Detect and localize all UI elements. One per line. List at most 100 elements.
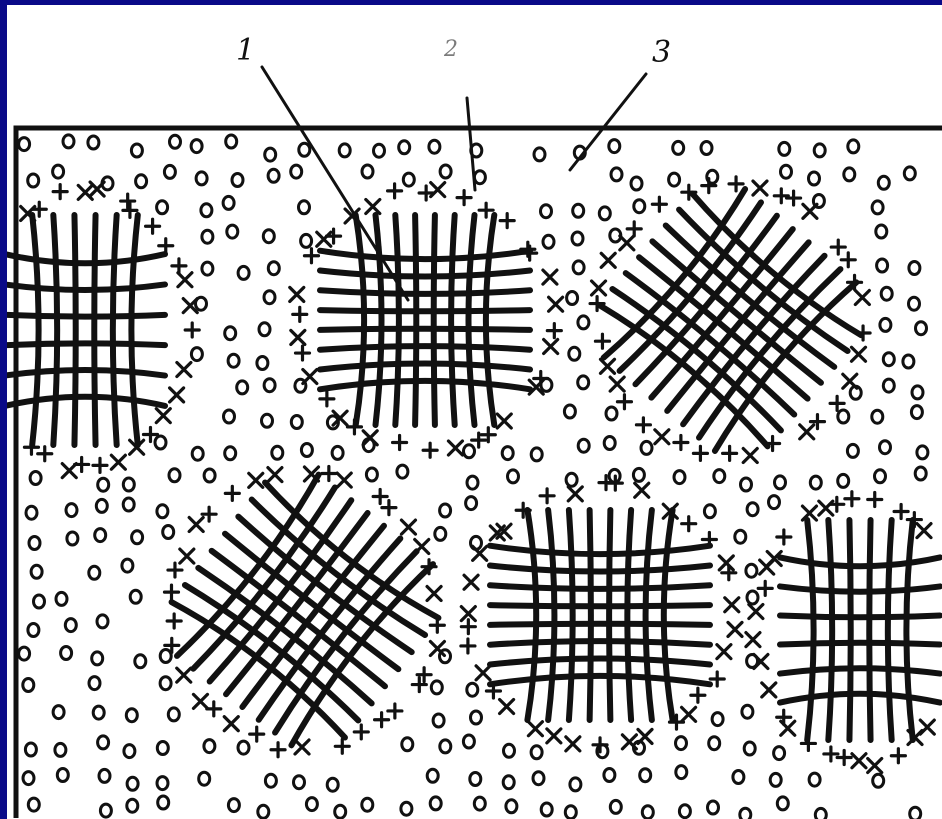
x-mark [620, 733, 638, 751]
circle-particle [98, 802, 113, 819]
x-mark [288, 285, 306, 304]
circle-particle [571, 259, 586, 276]
circle-particle [731, 769, 746, 785]
network-fibre-horizontal [195, 564, 375, 707]
circle-particle [576, 374, 591, 391]
x-mark [618, 234, 636, 252]
x-mark [765, 549, 783, 568]
x-mark [176, 271, 194, 289]
cross-mark [700, 177, 718, 195]
cross-mark [166, 561, 184, 579]
circle-particle [199, 202, 214, 219]
network-fibre-horizontal [7, 393, 168, 409]
x-mark [364, 197, 382, 216]
circle-particle [428, 795, 443, 812]
circle-particle [576, 314, 591, 331]
circle-particle [27, 535, 42, 551]
x-mark [495, 522, 513, 540]
x-mark [474, 664, 492, 682]
x-mark [266, 466, 284, 484]
network-fibre-horizontal [262, 479, 442, 621]
circle-particle [226, 352, 241, 369]
x-mark [526, 720, 545, 738]
circle-particle [472, 795, 487, 812]
cross-mark [121, 201, 139, 219]
x-mark [293, 738, 311, 756]
circle-particle [767, 494, 781, 511]
cross-mark [170, 257, 188, 275]
circle-particle [87, 564, 102, 581]
network-fibre-vertical [352, 212, 368, 428]
circle-particle [53, 741, 68, 758]
network-fibre-vertical [524, 507, 540, 723]
circle-particle [910, 384, 925, 401]
circle-particle [462, 443, 476, 460]
cross-mark [775, 528, 793, 546]
circle-particle [297, 199, 311, 216]
circle-particle [744, 562, 759, 579]
network-fibre-horizontal [609, 286, 784, 434]
cross-mark [650, 195, 668, 213]
cross-mark [839, 251, 857, 269]
cross-mark [415, 666, 433, 684]
circle-particle [500, 445, 515, 462]
circle-particle [639, 439, 654, 456]
x-mark [429, 180, 447, 199]
circle-particle [124, 707, 139, 724]
circle-particle [221, 194, 236, 211]
circle-particle [881, 351, 896, 368]
network-fibre-vertical [255, 535, 404, 723]
circle-particle [902, 165, 917, 182]
circle-particle [156, 794, 171, 811]
cross-mark [720, 564, 738, 582]
circle-particle [257, 321, 272, 338]
circle-particle [158, 675, 173, 692]
x-mark [715, 643, 733, 661]
circle-particle [469, 709, 483, 726]
network-fibre-horizontal [317, 287, 533, 297]
circle-particle [529, 744, 544, 761]
network-fibre-vertical [430, 212, 438, 428]
cross-mark [459, 637, 477, 655]
network-fibre-horizontal [777, 612, 942, 621]
callout-leaders [260, 65, 648, 302]
network-region [168, 471, 442, 749]
circle-particle [325, 414, 340, 431]
cross-mark [119, 192, 137, 210]
x-mark [335, 471, 353, 489]
cross-mark [772, 187, 790, 205]
network-fibre-horizontal [777, 583, 942, 595]
network-fibre-vertical [190, 484, 338, 672]
circle-particle [502, 742, 516, 759]
circle-particle [707, 735, 722, 752]
circle-particle [913, 465, 928, 482]
circle-particle [197, 770, 212, 787]
cross-mark [291, 305, 309, 323]
circle-particle [230, 172, 245, 188]
circle-particle [401, 171, 416, 188]
circle-particle [255, 355, 270, 371]
leader-line-2 [465, 96, 477, 192]
cross-mark [680, 515, 698, 533]
circle-particle [873, 468, 887, 485]
circle-particle [529, 446, 544, 463]
cross-mark [892, 502, 910, 521]
network-fibre-vertical [825, 517, 836, 743]
x-mark [109, 453, 127, 471]
x-mark [853, 288, 871, 307]
x-mark [247, 471, 265, 489]
circle-particle [745, 589, 760, 606]
network-fibre-horizontal [649, 238, 824, 386]
circle-particle [260, 412, 274, 429]
cross-mark [498, 212, 516, 230]
network-fibre-horizontal [777, 690, 942, 706]
network-fibre-vertical [288, 561, 437, 749]
cross-mark [866, 490, 884, 509]
network-fibre-horizontal [317, 343, 533, 353]
network-fibre-vertical [648, 226, 796, 401]
network-fibre-horizontal [777, 554, 942, 570]
network-fibre-horizontal [317, 307, 533, 315]
x-mark [175, 360, 193, 379]
circle-particle [400, 736, 415, 753]
circle-particle [32, 593, 46, 610]
